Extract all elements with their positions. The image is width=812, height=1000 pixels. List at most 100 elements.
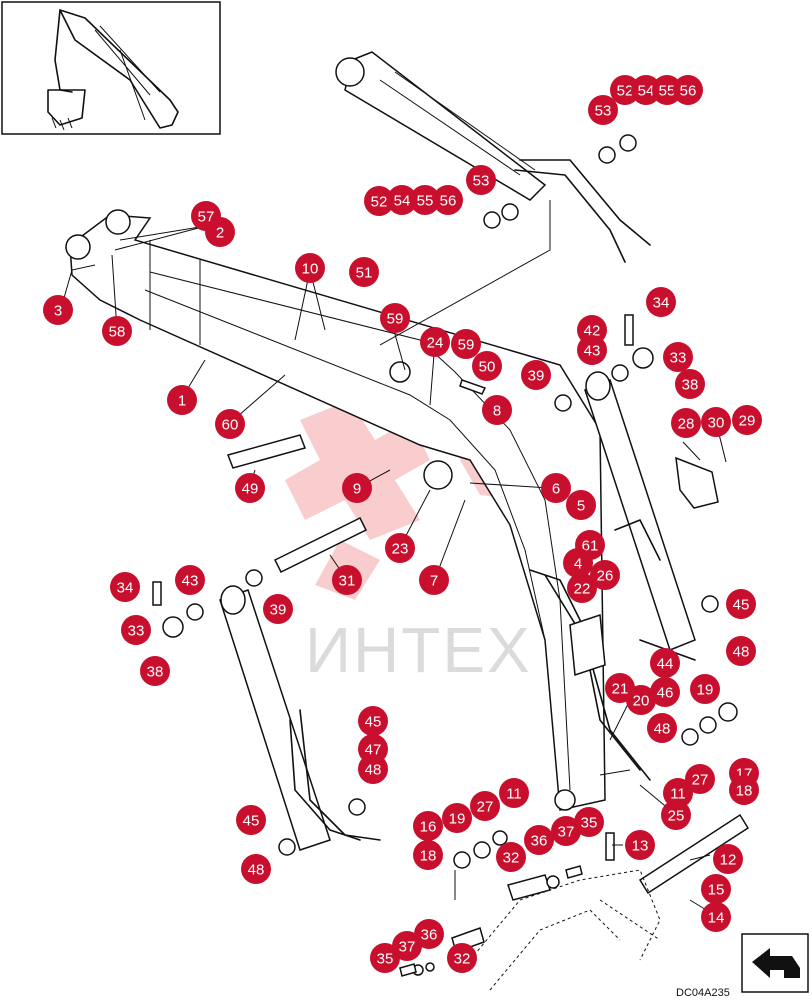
callout-badge [358, 706, 388, 736]
callout-number: 51 [356, 265, 373, 282]
callout-badge [524, 825, 554, 855]
callout-number: 14 [708, 910, 725, 927]
callout-badge [626, 685, 656, 715]
callout-badge [647, 713, 677, 743]
callout-number: 43 [584, 343, 601, 360]
callout-36: 36 [414, 919, 444, 949]
callout-badge [577, 335, 607, 365]
callout-number: 27 [477, 799, 494, 816]
callout-45: 45 [236, 805, 266, 835]
callout-number: 11 [506, 786, 522, 803]
callout-badge [567, 573, 597, 603]
callout-number: 36 [531, 833, 548, 850]
callout-15: 15 [701, 874, 731, 904]
callout-number: 26 [597, 568, 614, 585]
callout-number: 55 [417, 193, 434, 210]
callout-badge [646, 287, 676, 317]
callout-badge [419, 565, 449, 595]
callout-26: 26 [590, 560, 620, 590]
upper-boom-cylinder [335, 51, 651, 263]
callout-number: 50 [479, 359, 496, 376]
callout-badge [466, 165, 496, 195]
callout-number: 11 [670, 786, 686, 803]
callout-29: 29 [732, 405, 762, 435]
callout-number: 16 [420, 819, 437, 836]
callout-13: 13 [625, 830, 655, 860]
callout-55: 55 [410, 185, 440, 215]
callout-number: 32 [454, 951, 471, 968]
callout-badge [358, 754, 388, 784]
callout-badge [43, 295, 73, 325]
callout-number: 54 [394, 193, 411, 210]
callout-badge [663, 778, 693, 808]
callout-32: 32 [496, 842, 526, 872]
callout-badge [380, 303, 410, 333]
callout-badge [650, 648, 680, 678]
callout-60: 60 [215, 409, 245, 439]
callout-number: 34 [653, 295, 670, 312]
callout-number: 48 [733, 644, 750, 661]
callout-55: 55 [652, 75, 682, 105]
callout-number: 34 [117, 580, 134, 597]
callout-badge [671, 408, 701, 438]
callout-24: 24 [420, 327, 450, 357]
callout-27: 27 [685, 764, 715, 794]
callout-11: 11 [499, 778, 529, 808]
callout-59: 59 [380, 303, 410, 333]
callout-4: 4 [563, 548, 593, 578]
callout-badge [215, 409, 245, 439]
callout-49: 49 [235, 473, 265, 503]
callout-badge [563, 548, 593, 578]
callout-badge [167, 385, 197, 415]
callout-number: 5 [577, 498, 585, 515]
callout-number: 45 [243, 813, 260, 830]
callout-badge [521, 360, 551, 390]
callout-27: 27 [470, 791, 500, 821]
callout-33: 33 [121, 615, 151, 645]
callout-56: 56 [433, 185, 463, 215]
callout-number: 15 [708, 882, 725, 899]
callout-badge [661, 800, 691, 830]
callout-badge [701, 407, 731, 437]
callout-number: 19 [449, 811, 466, 828]
callout-number: 43 [182, 573, 199, 590]
callout-28: 28 [671, 408, 701, 438]
callout-number: 7 [430, 573, 438, 590]
callout-badge [110, 572, 140, 602]
callout-number: 1 [178, 393, 186, 410]
callout-number: 37 [399, 939, 416, 956]
callout-number: 39 [270, 602, 287, 619]
callout-badge [675, 369, 705, 399]
callout-53: 53 [466, 165, 496, 195]
callout-18: 18 [729, 775, 759, 805]
callout-number: 54 [638, 83, 655, 100]
callout-number: 45 [365, 714, 382, 731]
callout-badge [140, 656, 170, 686]
callout-badge [332, 565, 362, 595]
callout-number: 20 [633, 693, 650, 710]
callout-number: 49 [242, 481, 259, 498]
callout-badge [685, 764, 715, 794]
callout-38: 38 [140, 656, 170, 686]
callout-badge [541, 473, 571, 503]
callout-number: 35 [581, 815, 598, 832]
callout-3: 3 [43, 295, 73, 325]
callout-39: 39 [521, 360, 551, 390]
watermark-text: ИНТЕХ [305, 614, 532, 686]
callout-badge [364, 186, 394, 216]
callout-badge [370, 943, 400, 973]
callout-number: 37 [558, 824, 575, 841]
callout-badge [410, 185, 440, 215]
callout-54: 54 [631, 75, 661, 105]
callout-19: 19 [442, 803, 472, 833]
callout-number: 56 [680, 83, 697, 100]
callout-badge [732, 405, 762, 435]
callout-number: 23 [392, 541, 409, 558]
callout-badge [235, 473, 265, 503]
callout-badge [121, 615, 151, 645]
callout-1: 1 [167, 385, 197, 415]
callout-number: 13 [632, 838, 649, 855]
callout-5: 5 [566, 490, 596, 520]
